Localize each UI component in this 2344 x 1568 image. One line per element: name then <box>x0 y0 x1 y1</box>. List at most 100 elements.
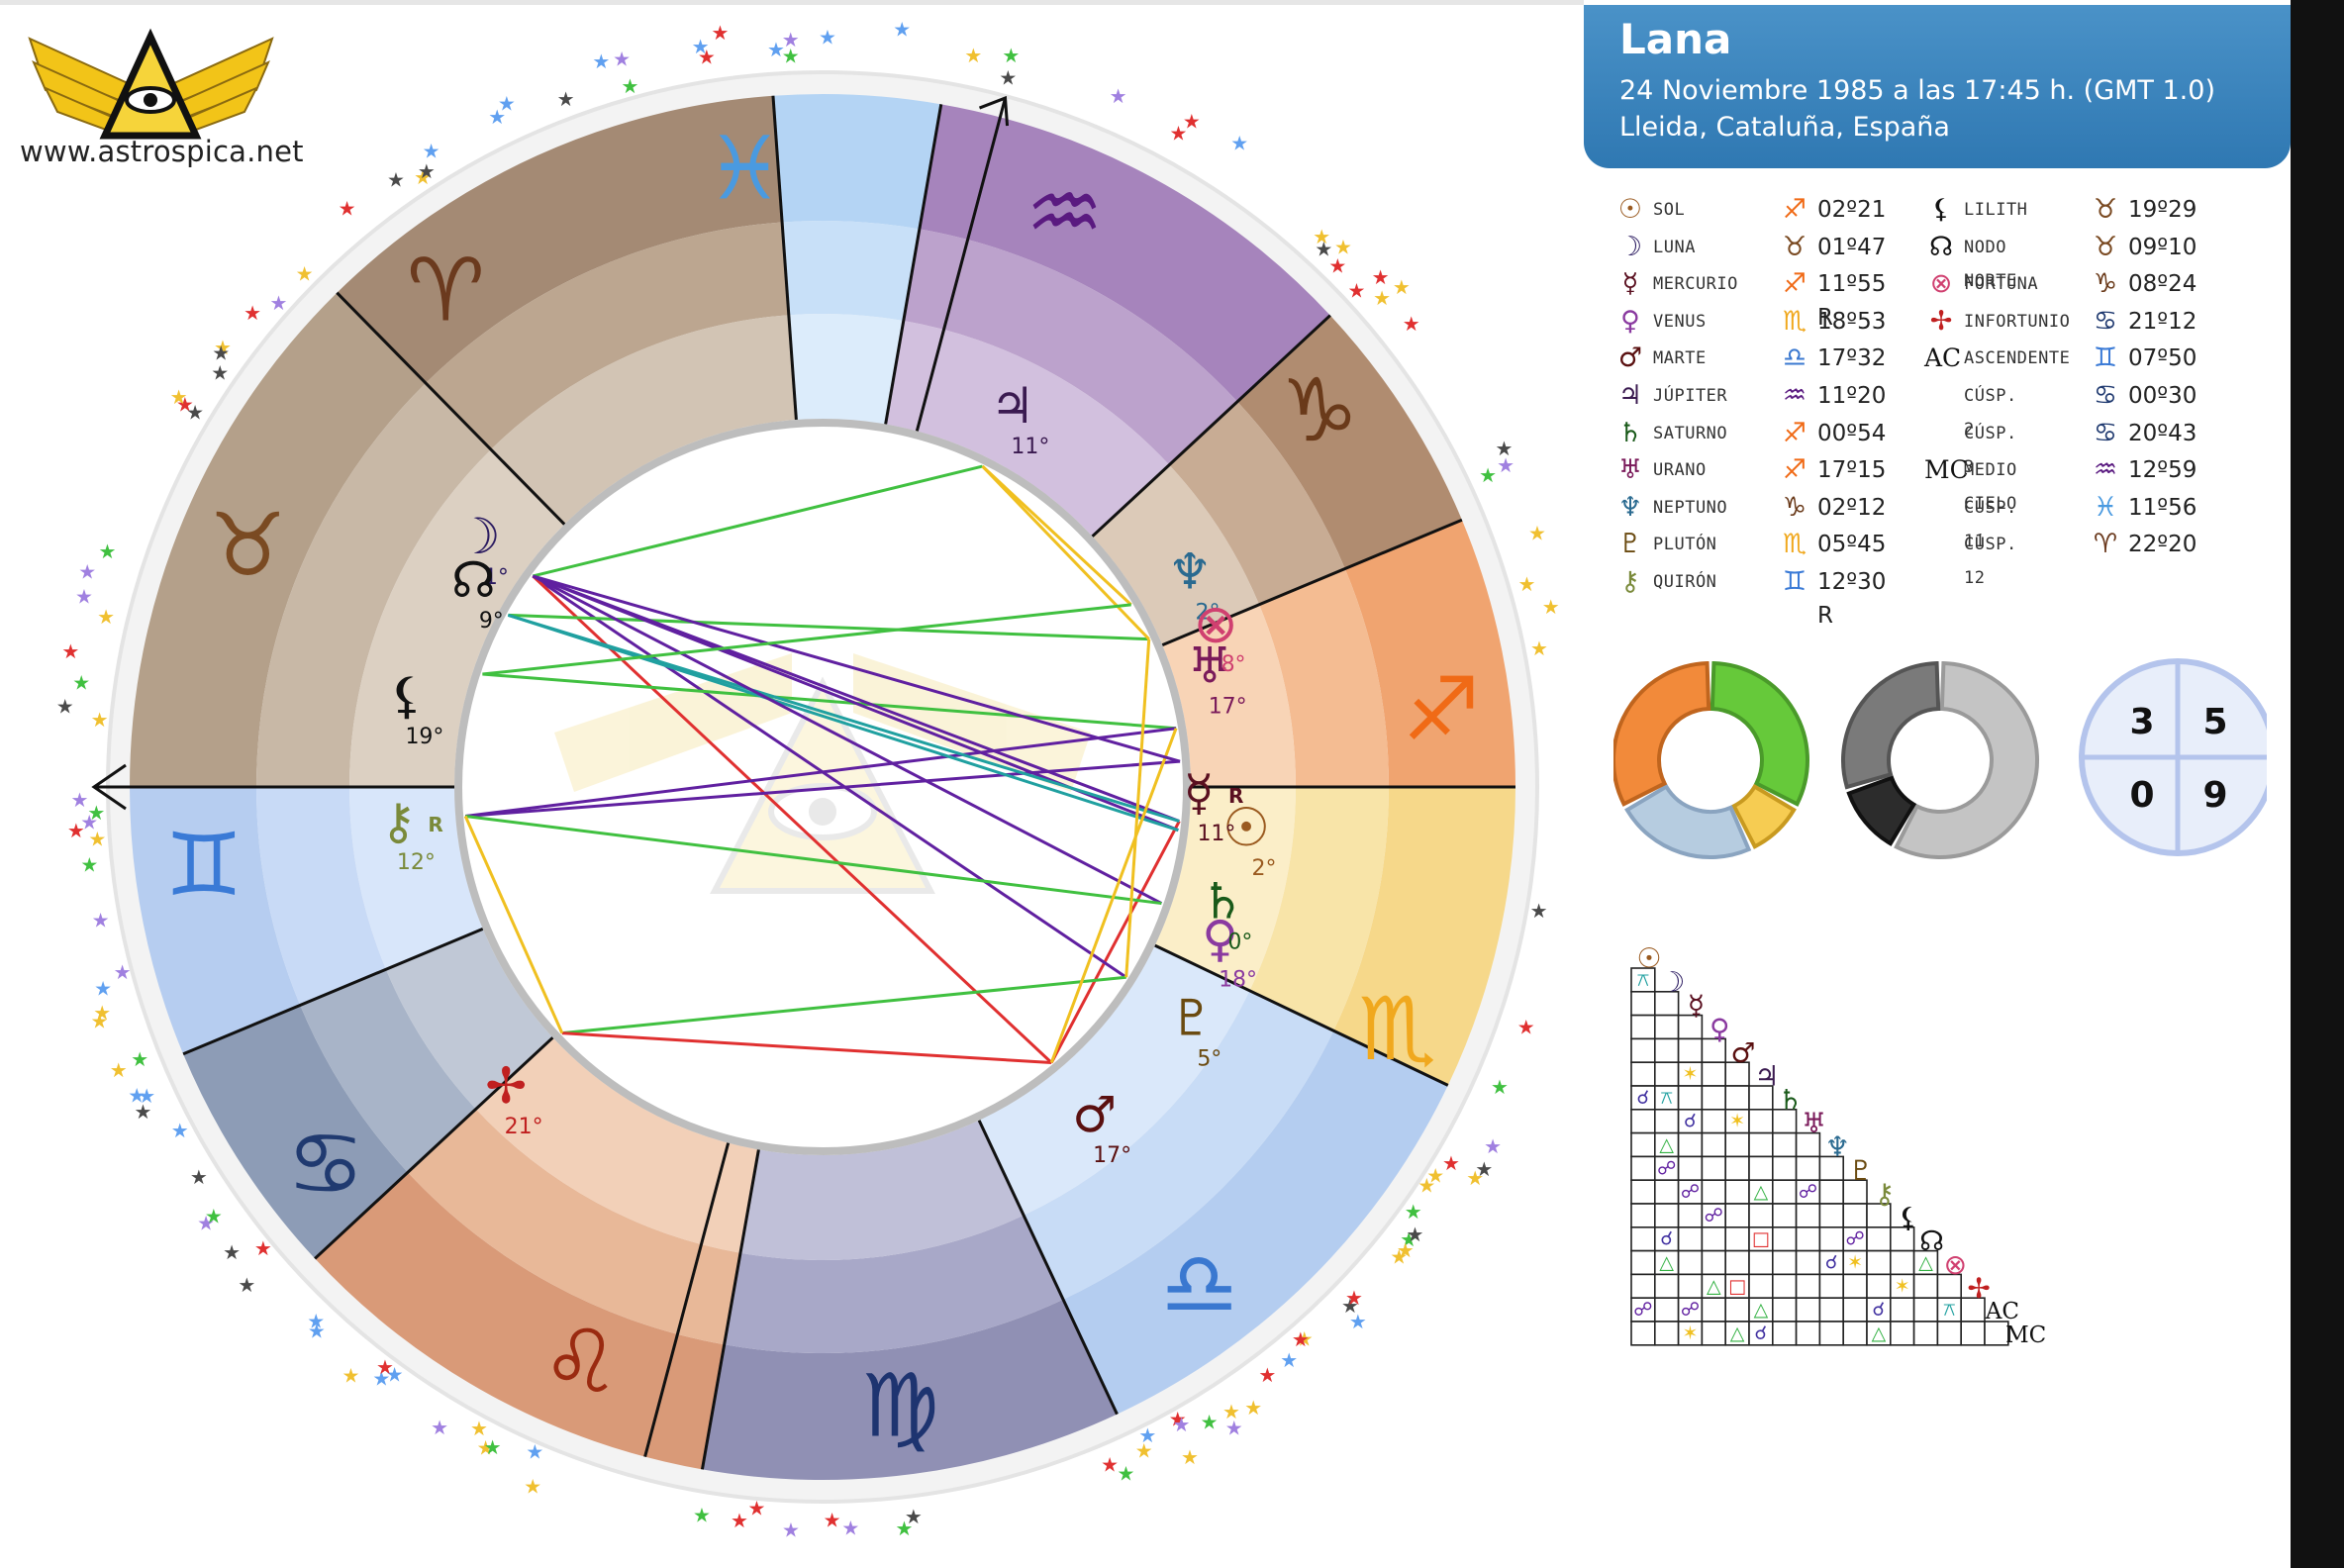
aspect-cell <box>1724 1085 1750 1111</box>
aspect-cell <box>1630 1061 1656 1087</box>
aspect-symbol-icon[interactable]: ✶ <box>1847 1252 1863 1274</box>
decor-star: ★ <box>712 21 730 45</box>
aspect-cell <box>1795 1321 1821 1346</box>
aspect-symbol-icon[interactable]: △ <box>1872 1323 1887 1344</box>
position-sign-icon: ♒ <box>2093 454 2118 486</box>
aspect-symbol-icon[interactable]: △ <box>1659 1252 1674 1274</box>
aspect-symbol-icon[interactable]: ☌ <box>1637 1087 1650 1109</box>
aspect-symbol-icon[interactable]: ☌ <box>1684 1111 1697 1132</box>
wheel-mars-icon[interactable]: ♂ <box>1072 1086 1117 1143</box>
aspect-symbol-icon[interactable]: ✶ <box>1683 1323 1699 1344</box>
house-middle-band <box>1169 401 1345 605</box>
aspect-symbol-icon[interactable]: ☍ <box>1799 1181 1817 1203</box>
aspect-cell <box>1701 1179 1727 1205</box>
aspect-symbol-icon[interactable]: ✶ <box>1895 1275 1910 1297</box>
decor-star: ★ <box>1101 1452 1119 1476</box>
aspect-symbol-icon[interactable]: ✶ <box>1683 1063 1699 1085</box>
aspect-cell <box>1748 1203 1774 1228</box>
logo-icon[interactable] <box>20 14 297 172</box>
aspect-symbol-icon[interactable]: ☍ <box>1845 1228 1864 1250</box>
decor-star: ★ <box>1528 522 1546 545</box>
decor-star: ★ <box>190 1165 208 1189</box>
aspect-symbol-icon[interactable]: □ <box>1728 1275 1746 1297</box>
position-label: ASCENDENTE <box>1964 348 2071 369</box>
wheel-neptune-icon[interactable]: ♆ <box>1168 543 1213 601</box>
decor-star: ★ <box>1497 453 1514 477</box>
aspect-symbol-icon[interactable]: ⚻ <box>1637 969 1650 991</box>
wheel-fortuna-icon[interactable]: ⊗ <box>1193 592 1237 654</box>
aspect-cell <box>1630 991 1656 1017</box>
aspect-symbol-icon[interactable]: ☌ <box>1755 1323 1768 1344</box>
wheel-chiron-degree: 12° <box>397 850 436 875</box>
zodiac-aquarius-icon: ♒ <box>1026 161 1104 263</box>
zodiac-sign-glyphs: ♈♉♊♋♌♍♎♏♐♑♒♓ <box>164 117 1480 1456</box>
position-degree: 07º50 <box>2128 345 2198 372</box>
position-degree: 17º15 <box>1817 457 1887 484</box>
aspect-symbol-icon[interactable]: ✶ <box>1729 1111 1745 1132</box>
aspect-symbol-icon[interactable]: ☍ <box>1633 1299 1652 1321</box>
position-glyph-icon: AC <box>1924 343 1962 373</box>
wheel-moon-degree: 1° <box>484 565 509 590</box>
aspect-symbol-icon[interactable]: △ <box>1754 1181 1769 1203</box>
wheel-moon-icon[interactable]: ☽ <box>456 508 501 565</box>
wheel-uranus-icon[interactable]: ♅ <box>1188 637 1232 694</box>
wheel-venus-icon[interactable]: ♀ <box>1202 911 1238 968</box>
aspect-symbol-icon[interactable]: △ <box>1707 1275 1721 1297</box>
wheel-infortunio-icon[interactable]: ✢ <box>485 1057 527 1115</box>
decor-star: ★ <box>470 1417 488 1440</box>
wheel-node-icon[interactable]: ☊ <box>451 551 495 609</box>
wheel-jupiter-icon[interactable]: ♃ <box>990 377 1034 435</box>
decor-star: ★ <box>1373 286 1391 310</box>
decor-star: ★ <box>205 1205 223 1228</box>
aspect-symbol-icon[interactable]: ☍ <box>1657 1157 1676 1179</box>
wheel-fortuna-degree: 8° <box>1221 652 1246 677</box>
grid-body-icon: ♇ <box>1849 1154 1874 1187</box>
decor-star: ★ <box>376 1355 394 1379</box>
decor-star: ★ <box>1292 1327 1310 1351</box>
decor-star: ★ <box>1230 131 1248 154</box>
position-label: URANO <box>1653 460 1707 481</box>
chart-header: Lana 24 Noviembre 1985 a las 17:45 h. (G… <box>1584 5 2291 168</box>
house-middle-band <box>300 969 476 1173</box>
decor-star: ★ <box>197 1212 215 1235</box>
aspect-cell <box>1795 1155 1821 1181</box>
wheel-pluto-icon[interactable]: ♇ <box>1169 990 1214 1047</box>
aspect-symbol-icon[interactable]: △ <box>1659 1134 1674 1156</box>
wheel-chiron-icon[interactable]: ⚷ <box>380 793 417 850</box>
house-outer-band <box>130 787 301 1054</box>
aspect-symbol-icon[interactable]: ⚻ <box>1943 1299 1956 1321</box>
house-outer-band <box>1344 520 1515 787</box>
right-edge-bar <box>2291 0 2344 1568</box>
aspect-symbol-icon[interactable]: △ <box>1730 1323 1745 1344</box>
birth-date: 24 Noviembre 1985 a las 17:45 h. (GMT 1.… <box>1619 75 2215 106</box>
aspect-cell <box>1724 1225 1750 1252</box>
aspect-symbol-icon[interactable]: ☍ <box>1681 1299 1700 1321</box>
position-sign-icon: ♐ <box>1782 454 1807 486</box>
aspect-symbol-icon[interactable]: □ <box>1752 1228 1770 1250</box>
house-outer-band <box>183 1005 408 1259</box>
aspect-cell <box>1818 1179 1844 1205</box>
aspect-symbol-icon[interactable]: △ <box>1918 1252 1933 1274</box>
aspect-symbol-icon[interactable]: ☍ <box>1681 1181 1700 1203</box>
aspect-cell <box>1748 1273 1774 1299</box>
decor-star: ★ <box>1517 572 1535 596</box>
wheel-sun-icon[interactable]: ☉ <box>1222 797 1270 859</box>
zodiac-gemini-icon: ♊ <box>164 814 243 916</box>
wheel-mercury-icon[interactable]: ☿ <box>1184 764 1215 822</box>
aspect-cell <box>1653 1061 1680 1087</box>
aspect-symbol-icon[interactable]: ☌ <box>1825 1252 1838 1274</box>
aspect-symbol-icon[interactable]: ☌ <box>1660 1228 1673 1250</box>
aspect-symbol-icon[interactable]: ☌ <box>1873 1299 1886 1321</box>
birth-place: Lleida, Cataluña, España <box>1619 112 1950 143</box>
aspect-cell <box>1677 1273 1704 1299</box>
house-cusp-line <box>1091 314 1331 538</box>
aspect-cell <box>1889 1249 1915 1276</box>
wheel-saturn-icon[interactable]: ♄ <box>1200 872 1244 930</box>
aspect-symbol-icon[interactable]: ⚻ <box>1660 1087 1673 1109</box>
wheel-lilith-icon[interactable]: ⚸ <box>389 667 426 725</box>
aspect-symbol-icon[interactable]: ☍ <box>1705 1205 1723 1226</box>
site-url-link[interactable]: www.astrospica.net <box>20 135 304 168</box>
aspect-symbol-icon[interactable]: △ <box>1754 1299 1769 1321</box>
position-sign-icon: ♓ <box>2093 491 2118 523</box>
decor-star: ★ <box>1244 1396 1262 1420</box>
